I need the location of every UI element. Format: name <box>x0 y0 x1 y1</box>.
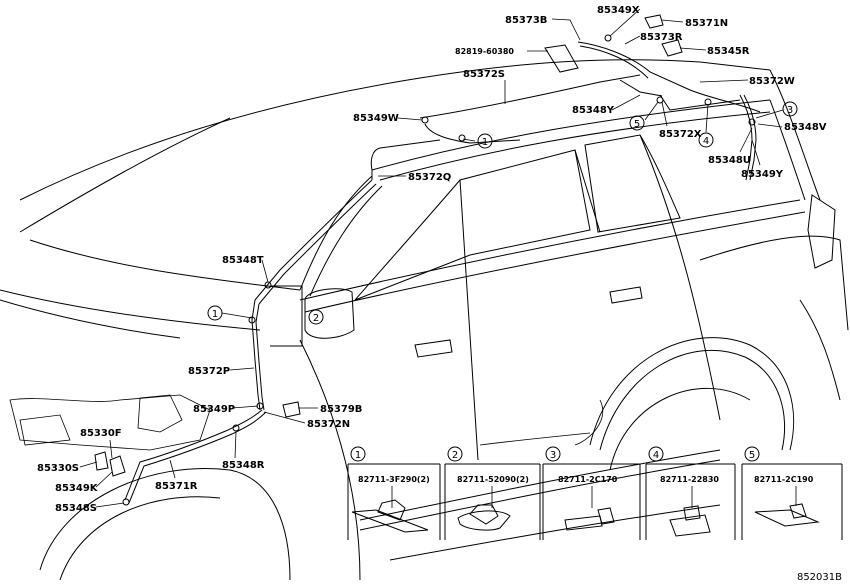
label-85349X: 85349X <box>597 5 640 16</box>
callout-2: 2 <box>308 309 324 325</box>
clamp-detail-3: 3 82711-2C170 <box>542 446 641 540</box>
svg-text:1: 1 <box>212 309 218 320</box>
diagram-id: 852031B <box>797 572 842 583</box>
label-85349Y: 85349Y <box>741 169 784 180</box>
label-85349W: 85349W <box>353 113 399 124</box>
clamp-part-4: 82711-22830 <box>660 475 719 484</box>
label-85379B: 85379B <box>320 404 362 415</box>
label-85371R: 85371R <box>155 481 198 492</box>
label-82819-60380: 82819-60380 <box>455 47 514 56</box>
label-85348V: 85348V <box>784 122 827 133</box>
washer-hose <box>124 41 761 504</box>
leader-lines <box>79 8 784 508</box>
label-85372X: 85372X <box>659 129 702 140</box>
svg-text:2: 2 <box>452 450 458 461</box>
clamp-part-3: 82711-2C170 <box>558 475 618 484</box>
label-85373B: 85373B <box>505 15 547 26</box>
callout-1-pillar: 1 <box>207 305 223 321</box>
svg-text:4: 4 <box>703 136 709 147</box>
svg-text:1: 1 <box>355 450 361 461</box>
label-85349K: 85349K <box>55 483 99 494</box>
svg-text:2: 2 <box>313 313 319 324</box>
label-85330S: 85330S <box>37 463 79 474</box>
label-85372N: 85372N <box>307 419 350 430</box>
clamp-part-1: 82711-3F290(2) <box>358 475 430 484</box>
callout-5: 5 <box>629 115 645 131</box>
label-85372S: 85372S <box>463 69 505 80</box>
label-85371N: 85371N <box>685 18 728 29</box>
label-85348S: 85348S <box>55 503 97 514</box>
callout-box <box>270 285 303 347</box>
label-85372W: 85372W <box>749 76 795 87</box>
clamp-part-5: 82711-2C190 <box>754 475 814 484</box>
clamp-detail-2: 2 82711-52090(2) <box>444 446 541 540</box>
part-labels: 85349X 85373B 85371N 85373R 82819-60380 … <box>37 5 827 514</box>
callout-4: 4 <box>698 132 714 148</box>
label-85372Q: 85372Q <box>408 172 451 183</box>
label-85348Y: 85348Y <box>572 105 615 116</box>
svg-text:5: 5 <box>634 119 640 130</box>
label-85372P: 85372P <box>188 366 230 377</box>
callout-1-roof: 1 <box>477 133 493 149</box>
label-85348R: 85348R <box>222 460 265 471</box>
clamp-detail-1: 1 82711-3F290(2) <box>347 446 441 540</box>
label-85348T: 85348T <box>222 255 264 266</box>
label-85330F: 85330F <box>80 428 122 439</box>
clamp-detail-4: 4 82711-22830 <box>645 446 736 540</box>
svg-text:3: 3 <box>550 450 556 461</box>
label-85348U: 85348U <box>708 155 751 166</box>
clamp-part-2: 82711-52090(2) <box>457 475 529 484</box>
svg-text:3: 3 <box>787 105 793 116</box>
callout-3: 3 <box>782 101 798 117</box>
label-85373R: 85373R <box>640 32 683 43</box>
label-85345R: 85345R <box>707 46 750 57</box>
clamp-details: 1 82711-3F290(2) 2 82711-52090(2) 3 8271… <box>347 446 843 540</box>
vehicle-outline <box>0 59 849 581</box>
nozzles-and-joints <box>94 14 756 506</box>
svg-text:1: 1 <box>482 137 488 148</box>
vehicle-callouts: 1 3 5 4 1 2 <box>207 101 798 325</box>
svg-text:5: 5 <box>749 450 755 461</box>
clamp-detail-5: 5 82711-2C190 <box>741 446 843 540</box>
label-85349P: 85349P <box>193 404 235 415</box>
svg-text:4: 4 <box>653 450 659 461</box>
